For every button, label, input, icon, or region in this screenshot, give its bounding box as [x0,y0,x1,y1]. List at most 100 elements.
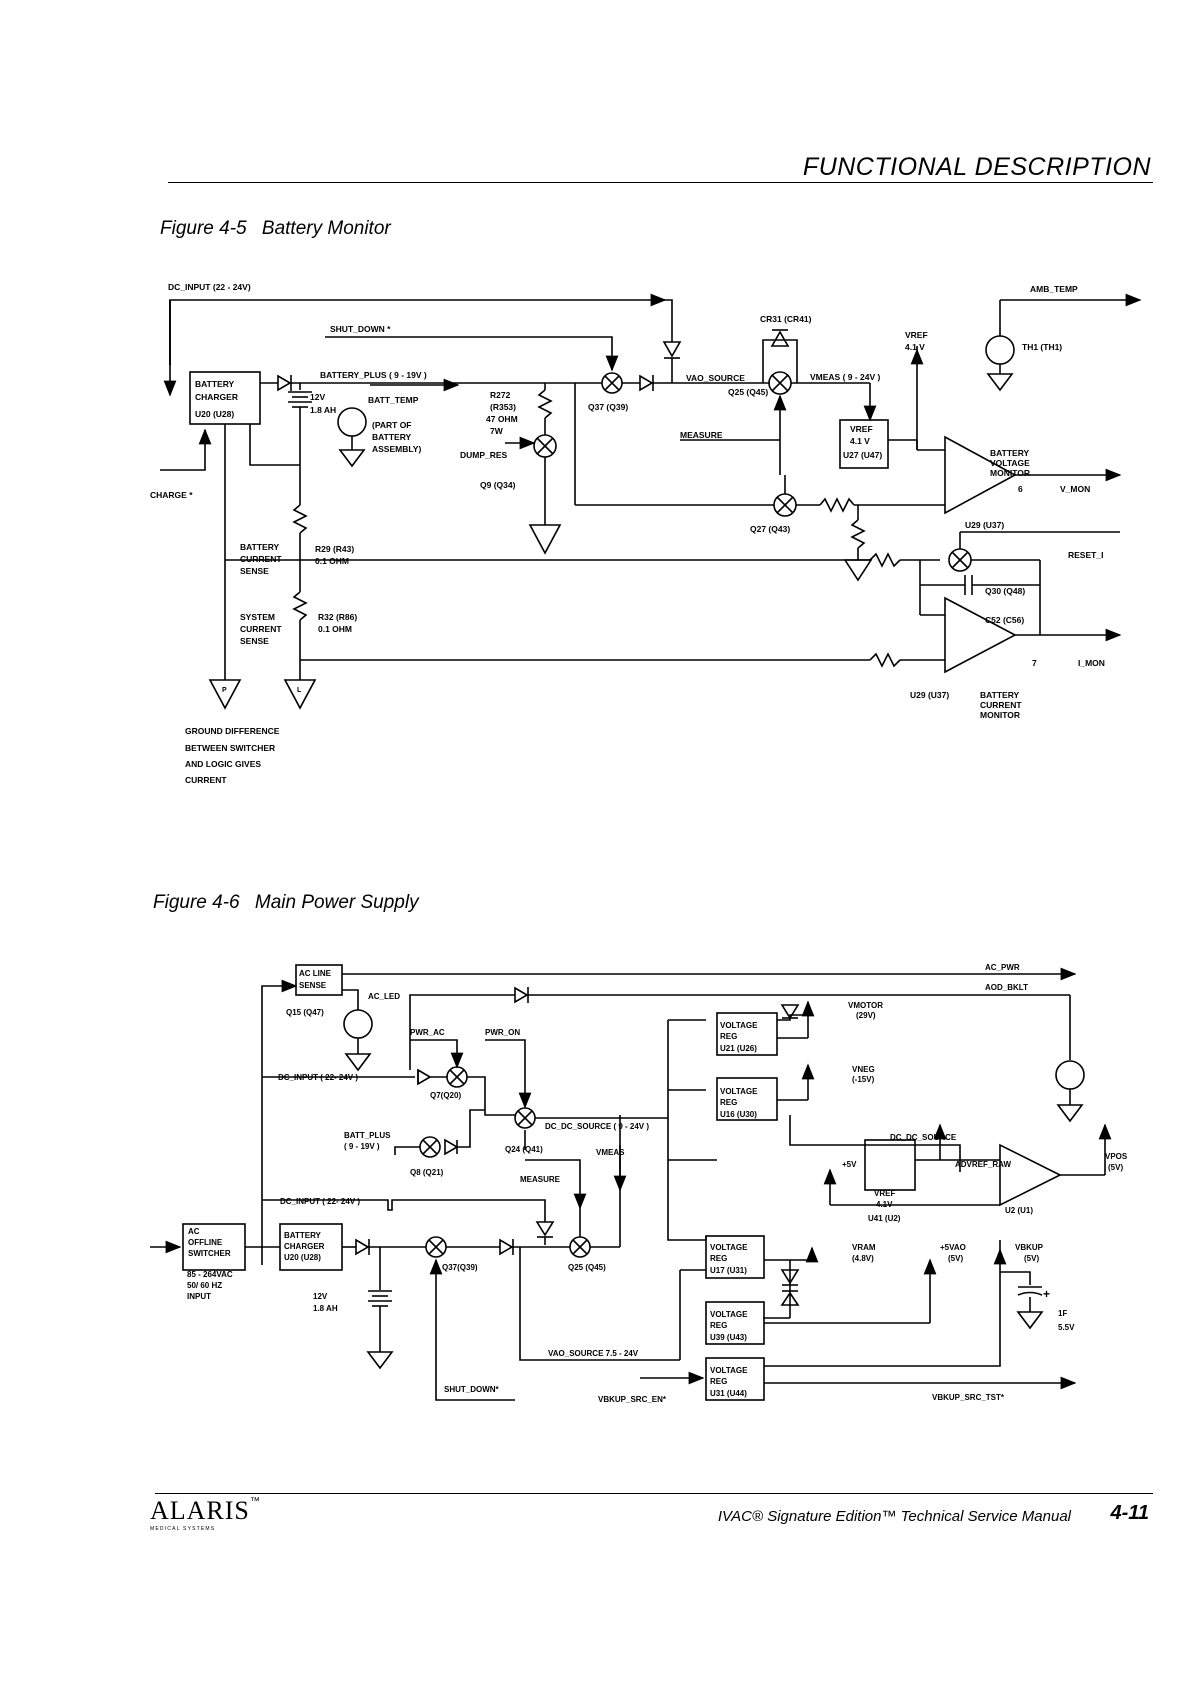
logo-text: ALARIS [150,1496,250,1525]
label: U27 (U47) [843,450,882,460]
label: 4.1V [876,1200,893,1209]
label: VMEAS [596,1148,625,1157]
label: 0.1 OHM [315,556,349,566]
label: C52 (C56) [985,615,1024,625]
label: DC_DC_SOURCE ( 9 - 24V ) [545,1122,649,1131]
label: U29 (U37) [965,520,1004,530]
label: VBKUP_SRC_EN* [598,1395,667,1404]
label: VOLTAGE [720,1087,758,1096]
label: +5VAO [940,1243,966,1252]
label: VRAM [852,1243,876,1252]
label: DC_INPUT ( 22- 24V ) [278,1073,358,1082]
label: I_MON [1078,658,1105,668]
label: SENSE [240,566,269,576]
label: BATTERY [195,379,235,389]
label: VBKUP_SRC_TST* [932,1393,1005,1402]
label: 47 OHM [486,414,518,424]
battery-monitor-schematic: DC_INPUT (22 - 24V) SHUT_DOWN * BATTERY_… [150,282,1142,785]
label: BATTERY [372,432,412,442]
label: MEASURE [520,1175,561,1184]
label: Q30 (Q48) [985,586,1025,596]
label: AC [188,1227,200,1236]
label: ADVREF_RAW [955,1160,1011,1169]
label: VAO_SOURCE [686,373,745,383]
label: VNEG [852,1065,875,1074]
label: VMOTOR [848,1001,883,1010]
label: Q24 (Q41) [505,1145,543,1154]
label: BATT_PLUS [344,1131,391,1140]
label: OFFLINE [188,1238,223,1247]
label: MEASURE [680,430,723,440]
label: R29 (R43) [315,544,354,554]
label: BETWEEN SWITCHER [185,743,275,753]
label: GROUND DIFFERENCE [185,726,280,736]
label: 4.1 V [850,436,870,446]
label: Q25 (Q45) [728,387,768,397]
label: BATTERY [240,542,280,552]
label: VBKUP [1015,1243,1044,1252]
figure-4-5-caption: Figure 4-5 Battery Monitor [160,218,391,240]
figure-number: Figure 4-6 [153,892,240,913]
label: 6 [1018,484,1023,494]
label: 1.8 AH [310,405,336,415]
label: VOLTAGE [710,1243,748,1252]
label: (PART OF [372,420,412,430]
label: 7 [1032,658,1037,668]
label: BATTERY_PLUS ( 9 - 19V ) [320,370,427,380]
label: SHUT_DOWN * [330,324,391,334]
label: VOLTAGE [710,1366,748,1375]
label: MONITOR [990,468,1030,478]
label: CR31 (CR41) [760,314,812,324]
label: BATTERY [990,448,1030,458]
label: VREF [905,330,928,340]
label: TH1 (TH1) [1022,342,1062,352]
label: VREF [874,1189,895,1198]
label: REG [710,1321,727,1330]
label: Q9 (Q34) [480,480,516,490]
label: 12V [313,1292,328,1301]
label: 50/ 60 HZ [187,1281,222,1290]
page-number: 4-11 [1110,1502,1149,1524]
label: R272 [490,390,511,400]
label: MONITOR [980,710,1020,720]
label: REG [710,1377,727,1386]
label: CURRENT [980,700,1022,710]
label: Q8 (Q21) [410,1168,444,1177]
figure-number: Figure 4-5 [160,218,247,239]
label: R32 (R86) [318,612,357,622]
label: VREF [850,424,873,434]
label: SWITCHER [188,1249,231,1258]
label: SENSE [299,981,327,990]
label: U20 (U28) [284,1253,321,1262]
label: AC LINE [299,969,332,978]
label: CURRENT [240,624,282,634]
label: PWR_ON [485,1028,520,1037]
label: (5V) [1024,1254,1039,1263]
label: U20 (U28) [195,409,234,419]
header-rule [168,182,1153,183]
alaris-logo: ALARIS™ MEDICAL SYSTEMS [150,1496,260,1532]
label: 5.5V [1058,1323,1075,1332]
label: 7W [490,426,504,436]
label: VOLTAGE [710,1310,748,1319]
label: REG [720,1098,737,1107]
label: CURRENT [240,554,282,564]
label: ASSEMBLY) [372,444,421,454]
label: AND LOGIC GIVES [185,759,261,769]
label: REG [710,1254,727,1263]
section-title: FUNCTIONAL DESCRIPTION [802,153,1151,181]
label: DC_INPUT ( 22- 24V ) [280,1197,360,1206]
label: REG [720,1032,737,1041]
label: CHARGE * [150,490,193,500]
footer-rule [155,1493,1153,1494]
label: PWR_AC [410,1028,445,1037]
label: U29 (U37) [910,690,949,700]
label: U39 (U43) [710,1333,747,1342]
label: 0.1 OHM [318,624,352,634]
label: DC_DC_SOURCE [890,1133,957,1142]
label: U2 (U1) [1005,1206,1033,1215]
label: VOLTAGE [990,458,1030,468]
label: V_MON [1060,484,1090,494]
label: SYSTEM [240,612,275,622]
label: AMB_TEMP [1030,284,1078,294]
